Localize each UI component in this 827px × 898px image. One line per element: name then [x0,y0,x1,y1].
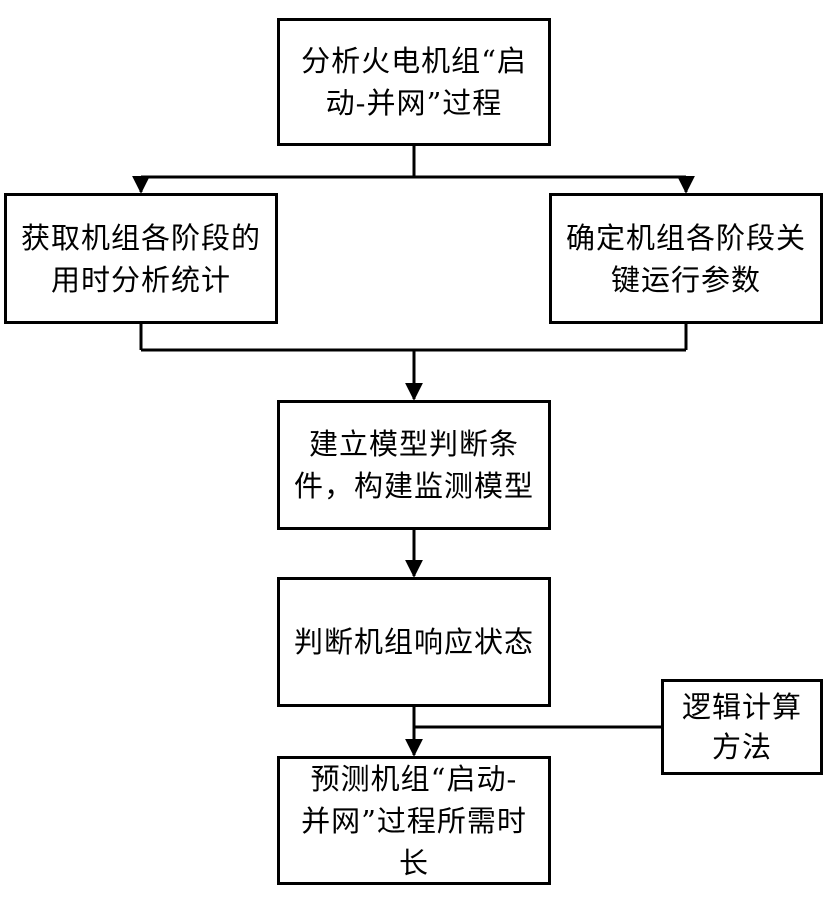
box-stage-time-stats-label: 获取机组各阶段的 用时分析统计 [20,220,261,297]
box-judge-state: 判断机组响应状态 [277,577,551,707]
box-logic-method-label: 逻辑计算 方法 [681,690,802,764]
box-logic-method: 逻辑计算 方法 [661,679,823,775]
box-build-model: 建立模型判断条 件，构建监测模型 [277,400,551,530]
box-key-parameters: 确定机组各阶段关 键运行参数 [549,193,823,324]
box-build-model-label: 建立模型判断条 件，构建监测模型 [293,427,534,503]
box-predict-duration-label: 预测机组“启动- 并网”过程所需时 长 [301,761,527,880]
box-judge-state-label: 判断机组响应状态 [293,625,534,659]
box-predict-duration: 预测机组“启动- 并网”过程所需时 长 [277,756,551,885]
box-stage-time-stats: 获取机组各阶段的 用时分析统计 [4,193,278,324]
box-analyze-process: 分析火电机组“启 动-并网”过程 [277,18,551,146]
box-analyze-process-label: 分析火电机组“启 动-并网”过程 [301,44,527,120]
box-key-parameters-label: 确定机组各阶段关 键运行参数 [565,220,806,297]
